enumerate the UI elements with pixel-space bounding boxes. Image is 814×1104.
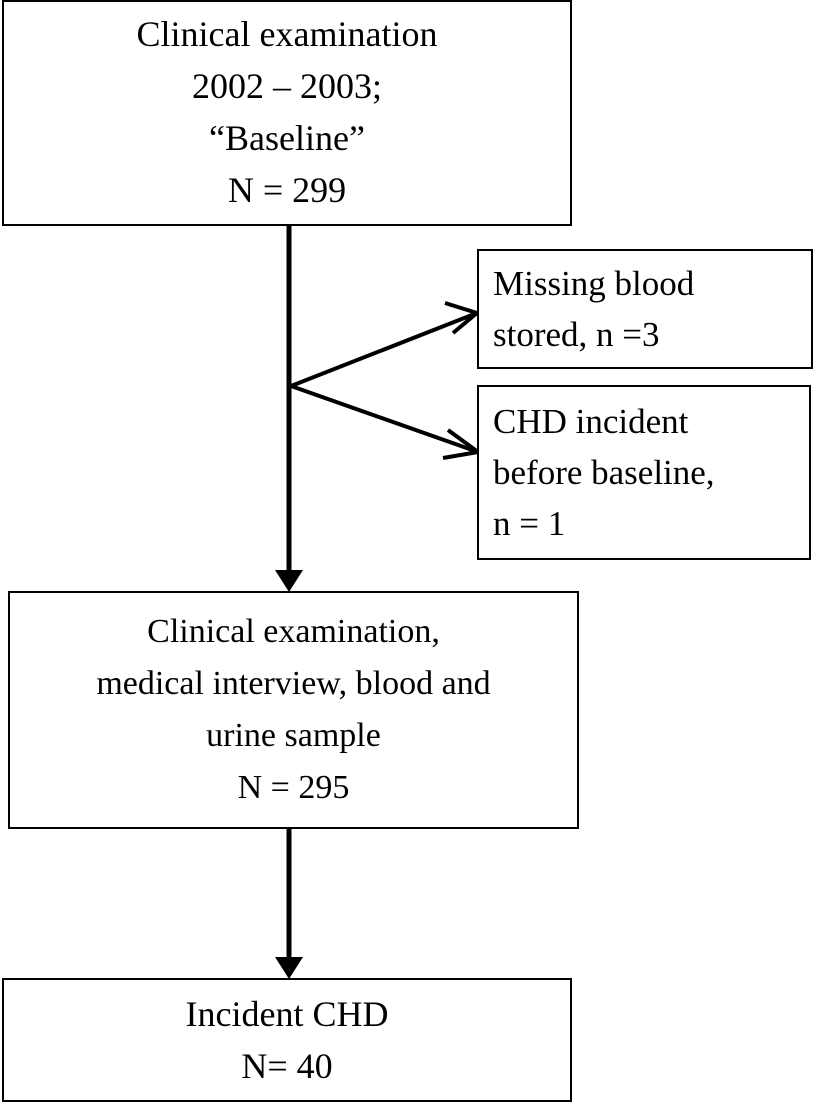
node-line: N= 40 [241,1046,333,1086]
arrow-branch-to-chd-before [290,384,480,460]
node-line: before baseline, [493,453,715,492]
node-line: 2002 – 2003; [191,66,382,106]
node-line: N = 295 [237,769,350,806]
node-missing-blood-stored: Missing blood stored, n =3 [477,249,813,369]
node-line: Clinical examination [136,14,438,54]
arrow-branch-to-missing-blood [290,301,479,388]
arrow-exam2-to-incident-chd [275,829,303,979]
node-line: N = 299 [227,170,347,210]
node-line: Incident CHD [185,994,389,1034]
node-line: Missing blood [493,264,695,303]
node-line: n = 1 [493,504,566,543]
node-line: stored, n =3 [493,315,660,354]
node-incident-chd: Incident CHD N= 40 [2,978,572,1102]
node-chd-incident-before-baseline: CHD incident before baseline, n = 1 [477,385,811,560]
arrow-baseline-to-exam2 [275,226,303,592]
node-line: medical interview, blood and [96,665,491,702]
node-line: CHD incident [493,402,689,441]
node-clinical-examination-interview-samples: Clinical examination, medical interview,… [8,591,579,829]
node-line: urine sample [206,717,381,754]
node-line: “Baseline” [209,118,365,158]
node-line: Clinical examination, [147,613,440,650]
node-clinical-examination-baseline: Clinical examination 2002 – 2003; “Basel… [2,0,572,226]
